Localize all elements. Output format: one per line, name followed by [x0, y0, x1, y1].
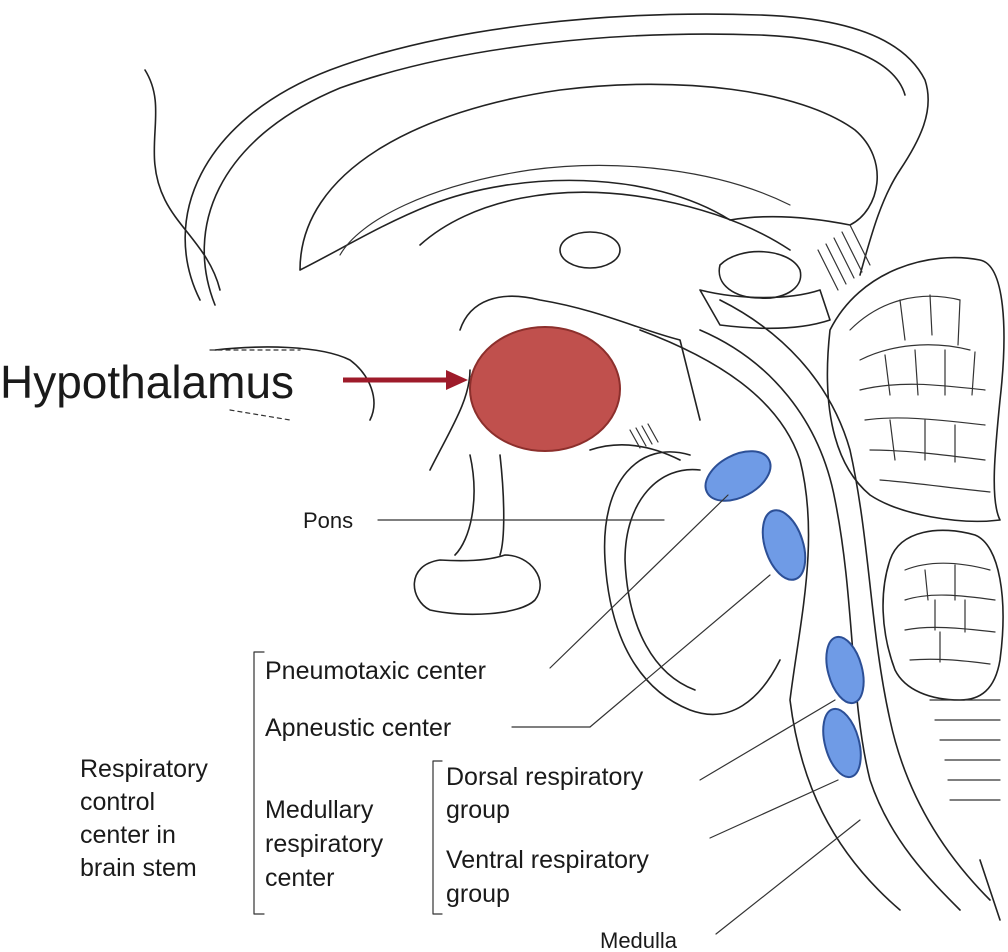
cerebrum-outline	[184, 13, 929, 301]
respiratory-control-line-3: center in	[80, 821, 176, 849]
anterior-commissure-line	[429, 369, 471, 471]
tectum	[699, 289, 831, 330]
midbrain-outline	[589, 444, 681, 461]
pneumotaxic-label: Pneumotaxic center	[265, 657, 486, 685]
dorsal-line-2: group	[446, 796, 510, 824]
leader-lines	[377, 494, 861, 935]
medulla-label: Medulla	[600, 928, 678, 952]
hypothalamus-marker	[469, 326, 621, 452]
frontal-lobe-curve	[144, 69, 221, 291]
hypothalamus-arrow	[343, 370, 468, 390]
ventral-respiratory-group-marker	[822, 707, 862, 779]
thalamus	[559, 231, 621, 269]
hypothalamus-label: Hypothalamus	[0, 356, 294, 408]
inner-bracket	[432, 760, 443, 915]
pons-outline	[603, 451, 781, 716]
respiratory-control-line-1: Respiratory	[80, 755, 208, 783]
medullary-line-2: respiratory	[265, 830, 384, 858]
respiratory-control-label: Respiratory control center in brain stem	[80, 755, 208, 882]
infundibulum	[454, 454, 505, 556]
respiratory-control-line-2: control	[80, 788, 155, 816]
ventral-leader	[709, 779, 839, 839]
ventral-line-2: group	[446, 880, 510, 908]
apneustic-center-marker	[761, 509, 807, 581]
brainstem-posterior	[699, 329, 961, 911]
brainstem-anterior	[639, 329, 901, 911]
dorsal-leader	[699, 699, 836, 781]
brain-sagittal-drawing	[144, 13, 1005, 921]
lateral-ventricle	[339, 164, 791, 256]
medulla-leader	[715, 819, 861, 935]
ventral-label: Ventral respiratory group	[446, 846, 649, 908]
midbrain-fibers	[629, 423, 659, 449]
spinal-cord-edge	[979, 859, 1001, 921]
cerebrum-inner-outline	[203, 33, 906, 306]
hatched-area	[817, 224, 871, 291]
pituitary-gland	[413, 554, 541, 616]
frontal-dash	[229, 409, 291, 421]
olfactory-area	[214, 346, 375, 421]
third-ventricle	[459, 295, 701, 421]
pneumotaxic-leader	[549, 494, 729, 669]
corpus-callosum	[299, 83, 878, 271]
apneustic-leader	[589, 574, 771, 728]
pineal-region	[718, 250, 802, 300]
cerebellum	[826, 256, 1005, 701]
medullary-label: Medullary respiratory center	[265, 796, 384, 892]
fornix	[419, 191, 791, 251]
dorsal-respiratory-group-marker	[825, 635, 865, 705]
pons-label: Pons	[303, 508, 353, 533]
apneustic-label: Apneustic center	[265, 714, 451, 742]
respiratory-control-line-4: brain stem	[80, 854, 197, 882]
outer-bracket	[253, 651, 265, 915]
fourth-ventricle	[719, 299, 991, 901]
ventral-line-1: Ventral respiratory	[446, 846, 649, 874]
medullary-line-1: Medullary	[265, 796, 374, 824]
medullary-line-3: center	[265, 864, 334, 892]
pneumotaxic-center-marker	[704, 450, 772, 502]
dorsal-label: Dorsal respiratory group	[446, 763, 644, 824]
spinal-cord-line	[929, 699, 1001, 801]
pons-inner-outline	[624, 468, 701, 691]
respiratory-centers	[704, 450, 865, 779]
dorsal-line-1: Dorsal respiratory	[446, 763, 644, 791]
